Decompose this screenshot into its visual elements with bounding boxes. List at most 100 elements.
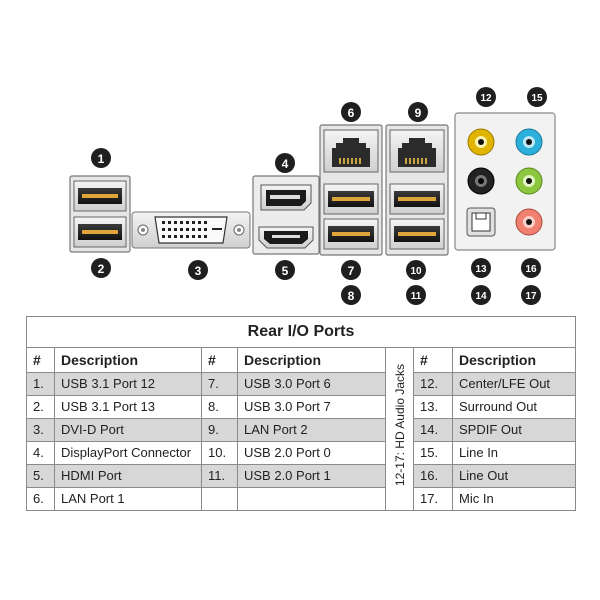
row-num: 3. — [26, 418, 55, 442]
table-title-row: Rear I/O Ports — [26, 316, 576, 348]
callout-3-label: 3 — [195, 264, 202, 278]
callout-4-label: 4 — [282, 157, 289, 171]
table-row: 2. USB 3.1 Port 13 8. USB 3.0 Port 7 13.… — [26, 395, 576, 419]
header-desc-middle: Description — [237, 347, 386, 373]
row-desc: USB 2.0 Port 1 — [237, 464, 386, 488]
table-row: 5. HDMI Port 11. USB 2.0 Port 1 16. Line… — [26, 464, 576, 488]
table-row: 1. USB 3.1 Port 12 7. USB 3.0 Port 6 12.… — [26, 372, 576, 396]
row-desc: DisplayPort Connector — [54, 441, 202, 465]
callout-11-label: 11 — [411, 291, 422, 302]
header-num-left: # — [26, 347, 55, 373]
spdif-out-port — [466, 207, 496, 237]
jack-line-out — [515, 167, 543, 195]
callout-8-label: 8 — [348, 289, 355, 303]
usb-port-0 — [389, 183, 445, 215]
row-num: 6. — [26, 487, 55, 511]
callout-12: 12 — [476, 87, 496, 107]
row-num — [201, 487, 238, 511]
table-header-row: # Description # Description 12-17: HD Au… — [26, 347, 576, 511]
callout-5-label: 5 — [282, 264, 289, 278]
row-num: 5. — [26, 464, 55, 488]
callout-8: 8 — [341, 285, 361, 305]
callout-5: 5 — [275, 260, 295, 280]
row-num: 17. — [413, 487, 453, 511]
row-desc: Line Out — [452, 464, 576, 488]
callout-16: 16 — [521, 258, 541, 278]
table-row: 6. LAN Port 1 17. Mic In — [26, 487, 576, 511]
callout-11: 11 — [406, 285, 426, 305]
hdmi-port — [258, 226, 314, 249]
callout-6: 6 — [341, 102, 361, 122]
dvi-d-port — [131, 211, 251, 249]
callout-12-label: 12 — [480, 93, 492, 104]
row-num: 14. — [413, 418, 453, 442]
usb-port-13 — [73, 216, 127, 248]
table-row: 3. DVI-D Port 9. LAN Port 2 14. SPDIF Ou… — [26, 418, 576, 442]
lan1-usb30-stack — [319, 124, 383, 256]
row-desc: Line In — [452, 441, 576, 465]
row-num: 12. — [413, 372, 453, 396]
row-num: 8. — [201, 395, 238, 419]
header-desc-left: Description — [54, 347, 202, 373]
row-num: 9. — [201, 418, 238, 442]
jack-mic-in — [515, 208, 543, 236]
callout-7: 7 — [341, 260, 361, 280]
callout-9-label: 9 — [415, 106, 422, 120]
usb-port-1 — [389, 218, 445, 250]
header-num-middle: # — [201, 347, 238, 373]
callout-13: 13 — [471, 258, 491, 278]
io-panel-diagram: 1 2 3 4 5 6 7 8 9 10 11 12 13 14 15 16 1… — [69, 87, 556, 305]
row-desc: USB 3.0 Port 6 — [237, 372, 386, 396]
row-desc: LAN Port 2 — [237, 418, 386, 442]
row-desc: USB 2.0 Port 0 — [237, 441, 386, 465]
row-desc: Mic In — [452, 487, 576, 511]
callout-17-label: 17 — [525, 291, 537, 302]
callout-13-label: 13 — [475, 264, 487, 275]
row-desc: USB 3.1 Port 12 — [54, 372, 202, 396]
row-num: 16. — [413, 464, 453, 488]
dp-hdmi-ports — [252, 175, 320, 255]
rear-io-table: Rear I/O Ports # Description # Descripti… — [26, 316, 576, 511]
callout-1: 1 — [91, 148, 111, 168]
callout-1-label: 1 — [98, 152, 105, 166]
header-num-right: # — [413, 347, 453, 373]
usb31-ports — [69, 175, 131, 253]
callout-4: 4 — [275, 153, 295, 173]
row-desc: Surround Out — [452, 395, 576, 419]
row-desc: DVI-D Port — [54, 418, 202, 442]
usb-port-7 — [323, 218, 379, 250]
table-title: Rear I/O Ports — [26, 316, 576, 348]
callout-2-label: 2 — [98, 262, 105, 276]
callout-3: 3 — [188, 260, 208, 280]
callout-15: 15 — [527, 87, 547, 107]
row-num: 15. — [413, 441, 453, 465]
row-num: 13. — [413, 395, 453, 419]
usb-port-12 — [73, 180, 127, 212]
callout-10-label: 10 — [410, 266, 422, 277]
callout-2: 2 — [91, 258, 111, 278]
callout-14-label: 14 — [475, 291, 487, 302]
row-desc: HDMI Port — [54, 464, 202, 488]
row-num: 11. — [201, 464, 238, 488]
row-desc: Center/LFE Out — [452, 372, 576, 396]
row-desc: USB 3.1 Port 13 — [54, 395, 202, 419]
lan-port-2 — [389, 129, 445, 173]
jack-surround-out — [467, 167, 495, 195]
header-desc-right: Description — [452, 347, 576, 373]
row-num: 7. — [201, 372, 238, 396]
table-row: 4. DisplayPort Connector 10. USB 2.0 Por… — [26, 441, 576, 465]
callout-14: 14 — [471, 285, 491, 305]
callout-6-label: 6 — [348, 106, 355, 120]
row-desc — [237, 487, 386, 511]
row-desc: SPDIF Out — [452, 418, 576, 442]
lan-port-1 — [323, 129, 379, 173]
displayport-connector — [260, 184, 312, 211]
callout-15-label: 15 — [531, 93, 543, 104]
callout-7-label: 7 — [348, 264, 355, 278]
row-desc: LAN Port 1 — [54, 487, 202, 511]
lan2-usb20-stack — [385, 124, 449, 256]
callout-17: 17 — [521, 285, 541, 305]
row-num: 4. — [26, 441, 55, 465]
hd-audio-vertical-label: 12-17: HD Audio Jacks — [385, 347, 414, 511]
jack-center-lfe-out — [467, 128, 495, 156]
